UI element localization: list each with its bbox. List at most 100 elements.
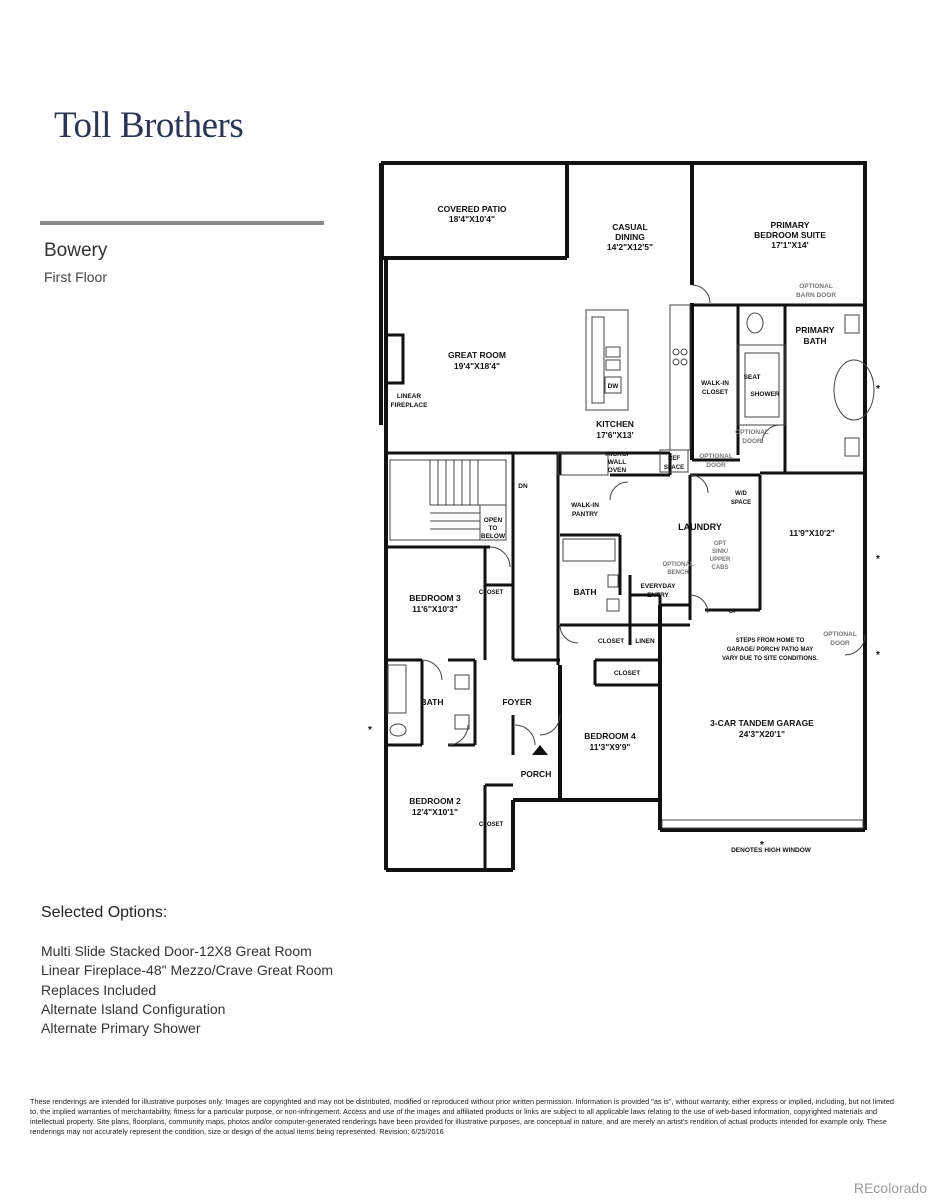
svg-text:OPTIONAL: OPTIONAL	[663, 562, 694, 568]
svg-text:CLOSET: CLOSET	[479, 822, 504, 828]
svg-text:*: *	[876, 554, 880, 565]
svg-text:17'1"X14': 17'1"X14'	[771, 240, 808, 250]
svg-text:SINK/: SINK/	[712, 549, 728, 555]
svg-text:DOOR: DOOR	[706, 462, 726, 469]
svg-text:FOYER: FOYER	[502, 697, 531, 707]
high-window-markers: * * * * *	[368, 384, 880, 851]
fireplace	[384, 333, 405, 385]
option-item: Alternate Island Configuration	[41, 1000, 226, 1017]
wall-oven	[557, 452, 609, 476]
svg-text:W/D: W/D	[735, 491, 747, 497]
svg-text:12'4"X10'1": 12'4"X10'1"	[412, 807, 458, 817]
svg-text:OVEN: OVEN	[608, 467, 627, 474]
kitchen-counter	[669, 304, 691, 451]
svg-text:WALK-IN: WALK-IN	[701, 380, 729, 387]
svg-text:MICRO/: MICRO/	[605, 451, 629, 458]
svg-text:CABS: CABS	[711, 565, 728, 571]
garage-door	[661, 819, 864, 829]
exterior-walls	[379, 161, 867, 872]
svg-text:SPACE: SPACE	[664, 465, 684, 471]
svg-text:DOOR: DOOR	[742, 438, 762, 445]
selected-options-heading: Selected Options:	[41, 904, 168, 921]
option-item: Alternate Primary Shower	[41, 1020, 201, 1037]
svg-text:FIREPLACE: FIREPLACE	[391, 402, 429, 409]
svg-text:BELOW: BELOW	[481, 533, 506, 540]
svg-text:OPTIONAL: OPTIONAL	[823, 631, 857, 638]
svg-text:BARN DOOR: BARN DOOR	[796, 292, 836, 299]
bathtub	[833, 359, 875, 421]
svg-text:BEDROOM 3: BEDROOM 3	[409, 593, 461, 603]
floor-label: First Floor	[44, 269, 107, 285]
svg-text:SEAT: SEAT	[744, 374, 761, 381]
svg-text:BATH: BATH	[574, 587, 597, 597]
svg-text:24'3"X20'1": 24'3"X20'1"	[739, 729, 785, 739]
svg-text:OPTIONAL: OPTIONAL	[735, 429, 769, 436]
header-divider	[40, 221, 324, 225]
svg-text:LINEAR: LINEAR	[397, 393, 422, 400]
watermark: REcolorado	[853, 1180, 927, 1196]
svg-text:OPTIONAL: OPTIONAL	[699, 453, 733, 460]
svg-text:11'9"X10'2": 11'9"X10'2"	[789, 528, 835, 538]
svg-text:DINING: DINING	[615, 232, 645, 242]
kitchen-island	[585, 309, 629, 411]
option-item: Replaces Included	[41, 981, 157, 998]
svg-text:BENCH: BENCH	[667, 570, 688, 576]
floor-plan: COVERED PATIO 18'4"X10'4" CASUAL DINING …	[368, 161, 880, 872]
svg-text:CLOSET: CLOSET	[614, 670, 640, 677]
interior-walls	[386, 303, 865, 870]
svg-text:OPTIONAL: OPTIONAL	[799, 283, 833, 290]
svg-text:DOOR: DOOR	[830, 640, 850, 647]
svg-text:BEDROOM 4: BEDROOM 4	[584, 731, 636, 741]
option-item: Multi Slide Stacked Door-12X8 Great Room	[41, 943, 312, 959]
svg-text:EVERYDAY: EVERYDAY	[641, 583, 677, 590]
svg-text:WALL: WALL	[608, 459, 626, 466]
ref-space	[659, 449, 689, 473]
svg-text:17'6"X13': 17'6"X13'	[596, 430, 633, 440]
svg-text:*: *	[876, 650, 880, 661]
svg-text:STEPS FROM HOME TO: STEPS FROM HOME TO	[736, 638, 805, 644]
svg-text:*: *	[760, 840, 764, 851]
stairs	[389, 459, 507, 541]
svg-text:BEDROOM SUITE: BEDROOM SUITE	[754, 230, 826, 240]
svg-text:11'3"X9'9": 11'3"X9'9"	[590, 742, 631, 752]
svg-text:GREAT ROOM: GREAT ROOM	[448, 350, 506, 360]
disclaimer: These renderings are intended for illust…	[30, 1097, 894, 1136]
svg-text:CLOSET: CLOSET	[598, 638, 624, 645]
svg-text:19'4"X18'4": 19'4"X18'4"	[454, 361, 500, 371]
svg-text:CASUAL: CASUAL	[612, 222, 647, 232]
svg-text:TO: TO	[489, 525, 498, 532]
room-labels: COVERED PATIO 18'4"X10'4" CASUAL DINING …	[391, 204, 857, 854]
svg-text:GARAGE/ PORCH/ PATIO MAY: GARAGE/ PORCH/ PATIO MAY	[727, 647, 814, 653]
svg-text:BEDROOM 2: BEDROOM 2	[409, 796, 461, 806]
svg-text:OPEN: OPEN	[484, 517, 503, 524]
svg-text:DENOTES HIGH WINDOW: DENOTES HIGH WINDOW	[731, 847, 812, 854]
svg-text:LINEN: LINEN	[635, 638, 655, 645]
svg-text:ENTRY: ENTRY	[647, 592, 669, 599]
model-name: Bowery	[44, 240, 108, 261]
svg-text:KITCHEN: KITCHEN	[596, 419, 634, 429]
svg-text:11'6"X10'3": 11'6"X10'3"	[412, 604, 458, 614]
svg-text:PORCH: PORCH	[521, 769, 552, 779]
svg-text:DW: DW	[608, 383, 620, 390]
svg-text:*: *	[876, 384, 880, 395]
svg-text:BATH: BATH	[421, 697, 444, 707]
svg-text:SPACE: SPACE	[731, 500, 751, 506]
selected-options-list: Multi Slide Stacked Door-12X8 Great Room…	[41, 942, 333, 1038]
svg-text:3-CAR TANDEM GARAGE: 3-CAR TANDEM GARAGE	[710, 718, 814, 728]
brand-logo: Toll Brothers	[54, 105, 244, 146]
svg-text:VARY DUE TO SITE CONDITIONS.: VARY DUE TO SITE CONDITIONS.	[722, 656, 818, 662]
svg-text:CLOSET: CLOSET	[702, 389, 728, 396]
svg-text:PRIMARY: PRIMARY	[771, 220, 810, 230]
svg-text:18'4"X10'4": 18'4"X10'4"	[449, 214, 495, 224]
svg-text:UP: UP	[728, 608, 738, 615]
svg-text:DN: DN	[518, 483, 528, 490]
entry-arrow	[532, 745, 548, 755]
svg-text:SHOWER: SHOWER	[750, 391, 780, 398]
svg-text:14'2"X12'5": 14'2"X12'5"	[607, 242, 653, 252]
svg-text:CLOSET: CLOSET	[479, 590, 504, 596]
shower	[737, 344, 786, 426]
svg-text:BATH: BATH	[804, 336, 827, 346]
svg-text:PANTRY: PANTRY	[572, 511, 599, 518]
svg-text:REF: REF	[668, 456, 680, 462]
svg-text:UPPER: UPPER	[710, 557, 731, 563]
